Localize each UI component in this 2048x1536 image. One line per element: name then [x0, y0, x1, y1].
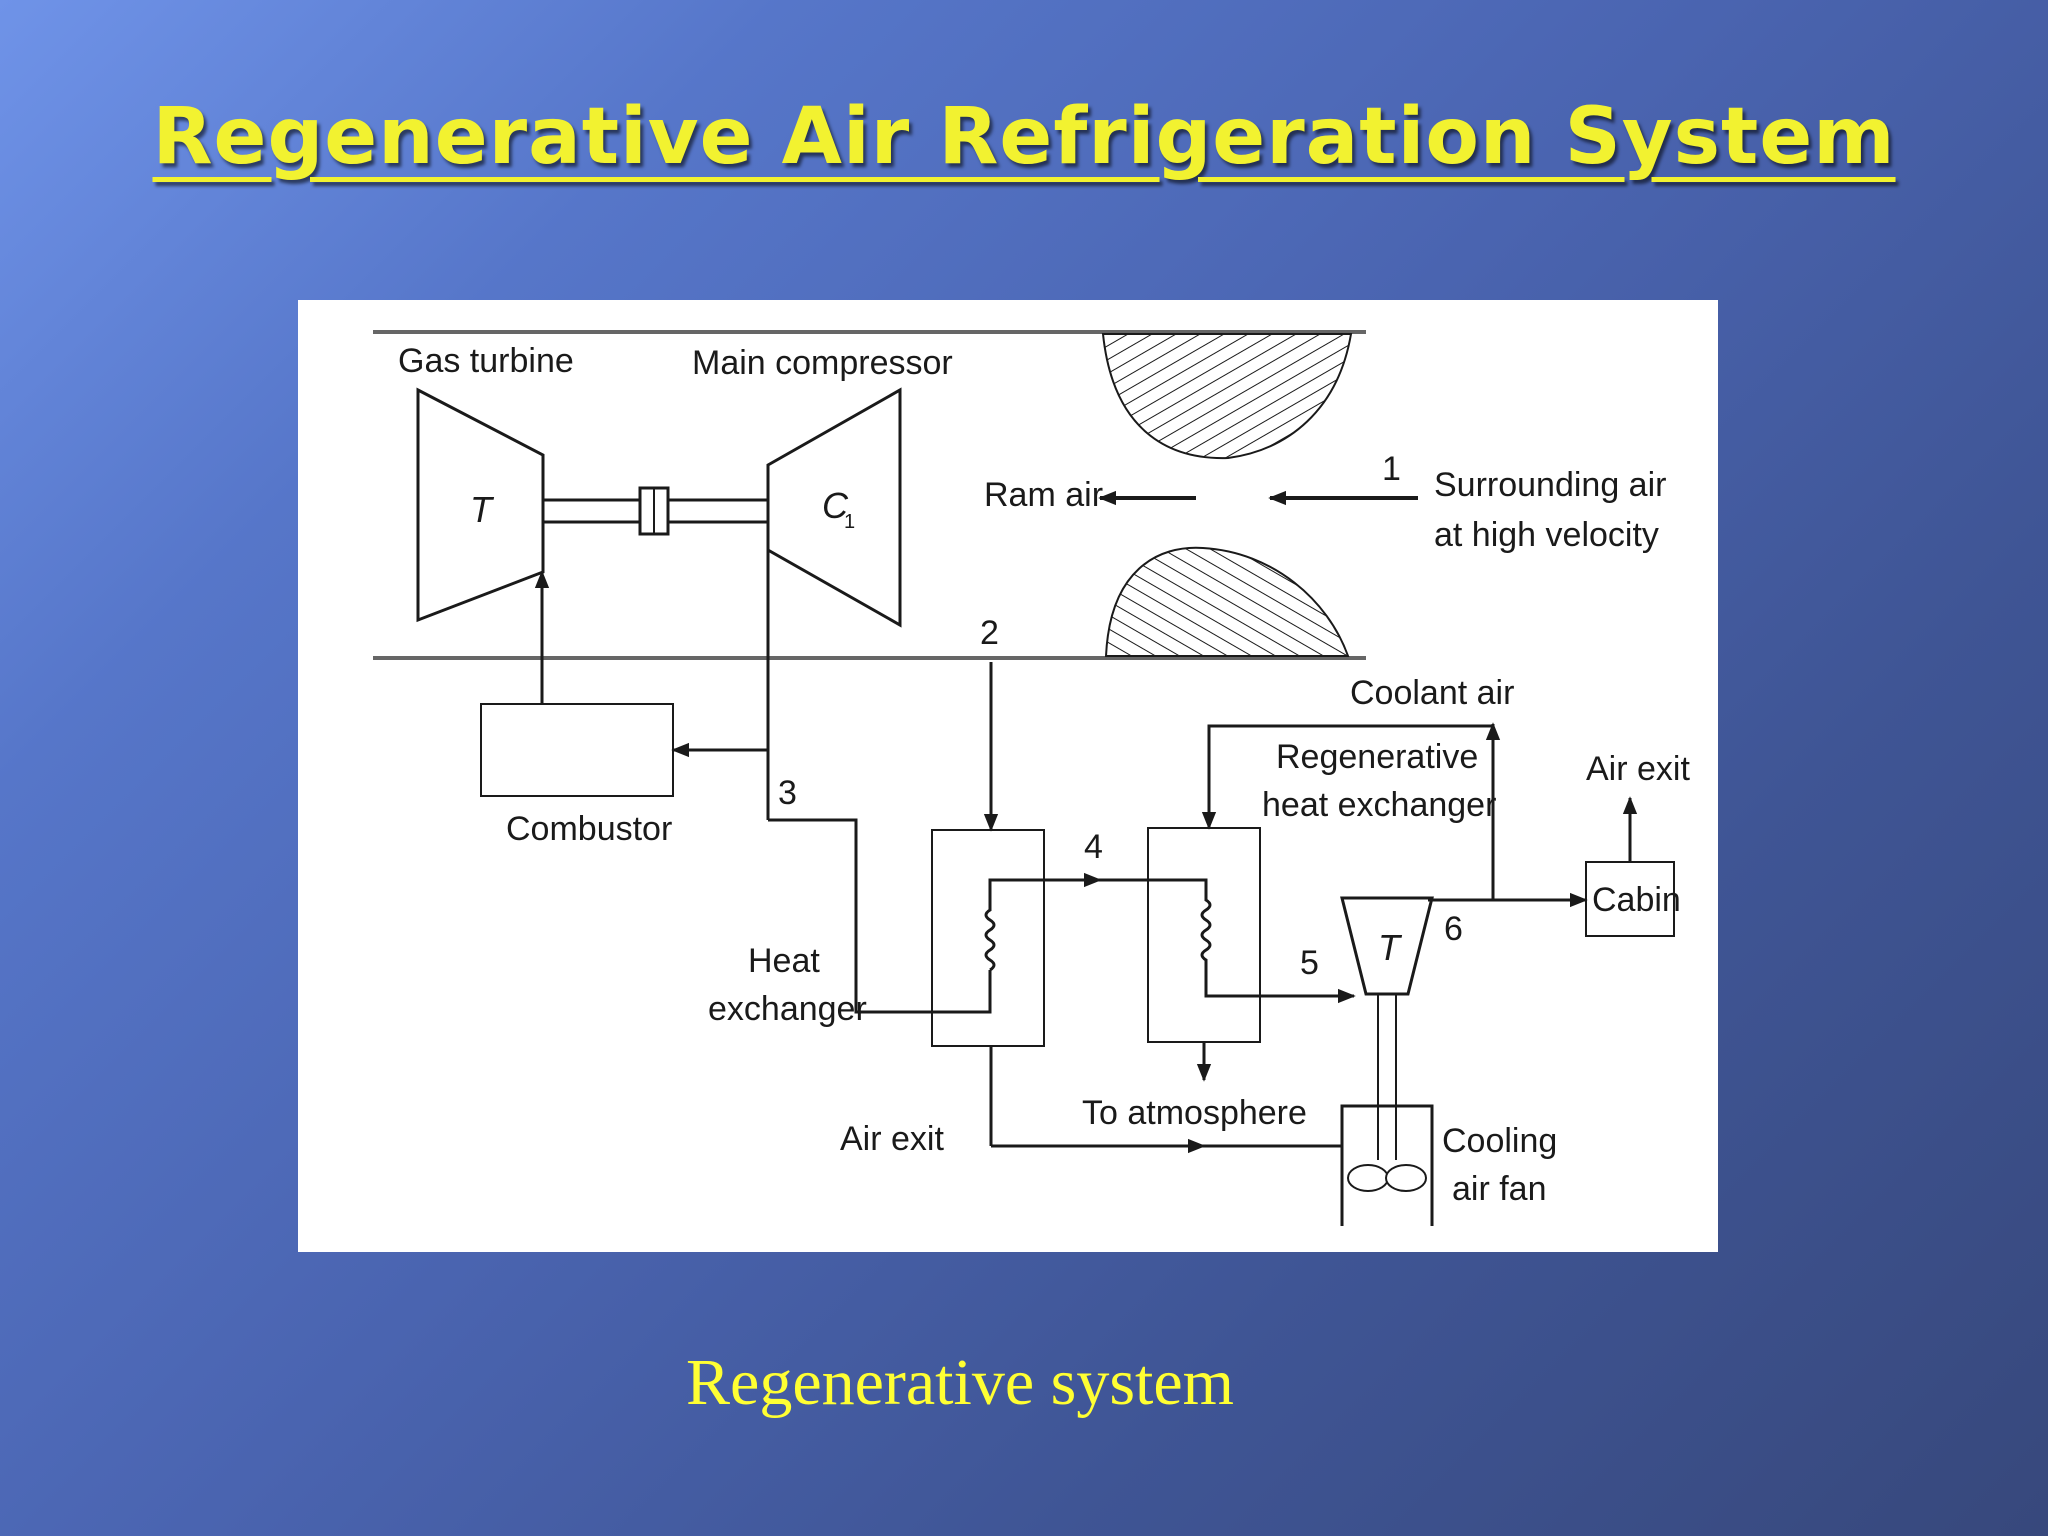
- regenerative-system-diagram: Gas turbine T Main compressor C 1 Ram ai…: [373, 330, 1690, 1226]
- main-compressor-subscript: 1: [844, 511, 855, 533]
- regenerative-hx-label-line1: Regenerative: [1276, 738, 1478, 776]
- cooling-fan-housing: [1340, 1104, 1434, 1226]
- heat-exchanger-coil: [984, 878, 1068, 1014]
- state-2-label: 2: [980, 614, 999, 652]
- intake-lip-top: [1101, 333, 1353, 460]
- cooling-turbine-shape: [1340, 896, 1434, 996]
- cabin-label: Cabin: [1592, 881, 1681, 919]
- main-compressor-label: Main compressor: [692, 344, 953, 382]
- state-3-to-heat-exchanger: [768, 818, 984, 1014]
- main-compressor-symbol: C: [822, 485, 849, 526]
- main-compressor-shape: [766, 387, 902, 628]
- cooling-fan-label-line2: air fan: [1452, 1170, 1547, 1208]
- air-exit-top-label: Air exit: [1586, 750, 1690, 788]
- ram-air-label: Ram air: [984, 476, 1103, 514]
- regenerative-hx-coil: [1200, 878, 1314, 998]
- combustor-label: Combustor: [506, 810, 672, 848]
- state-1-label: 1: [1382, 450, 1401, 488]
- coolant-air-label: Coolant air: [1350, 674, 1514, 712]
- heat-exchanger-label-line2: exchanger: [708, 990, 867, 1028]
- surrounding-air-label-line1: Surrounding air: [1434, 466, 1666, 504]
- heat-exchanger-label-line1: Heat: [748, 942, 820, 980]
- surrounding-air-label-line2: at high velocity: [1434, 516, 1659, 554]
- to-atmosphere-label: To atmosphere: [1082, 1094, 1307, 1132]
- cooling-fan-blade-right: [1385, 1164, 1427, 1192]
- combustor-box: [480, 703, 674, 797]
- gas-turbine-label: Gas turbine: [398, 342, 574, 380]
- state-3-label: 3: [778, 774, 797, 812]
- cooling-fan-label-line1: Cooling: [1442, 1122, 1557, 1160]
- cooling-turbine-symbol: T: [1378, 927, 1403, 968]
- diagram-panel: Gas turbine T Main compressor C 1 Ram ai…: [298, 300, 1718, 1252]
- gas-turbine-symbol: T: [470, 489, 495, 530]
- intake-lip-bottom: [1104, 546, 1350, 657]
- heat-exchanger-box: [931, 829, 1045, 1047]
- state-4-label: 4: [1084, 828, 1103, 866]
- slide-title: Regenerative Air Refrigeration System: [152, 92, 1896, 182]
- state-5-label: 5: [1300, 944, 1319, 982]
- regenerative-hx-label-line2: heat exchanger: [1262, 786, 1496, 824]
- state-6-label: 6: [1444, 910, 1463, 948]
- regenerative-heat-exchanger-box: [1147, 827, 1261, 1043]
- coolant-air-loop: [1207, 724, 1495, 900]
- cooling-fan-blade-left: [1347, 1164, 1389, 1192]
- slide-caption: Regenerative system: [686, 1346, 1234, 1419]
- air-exit-bottom-label: Air exit: [840, 1120, 944, 1158]
